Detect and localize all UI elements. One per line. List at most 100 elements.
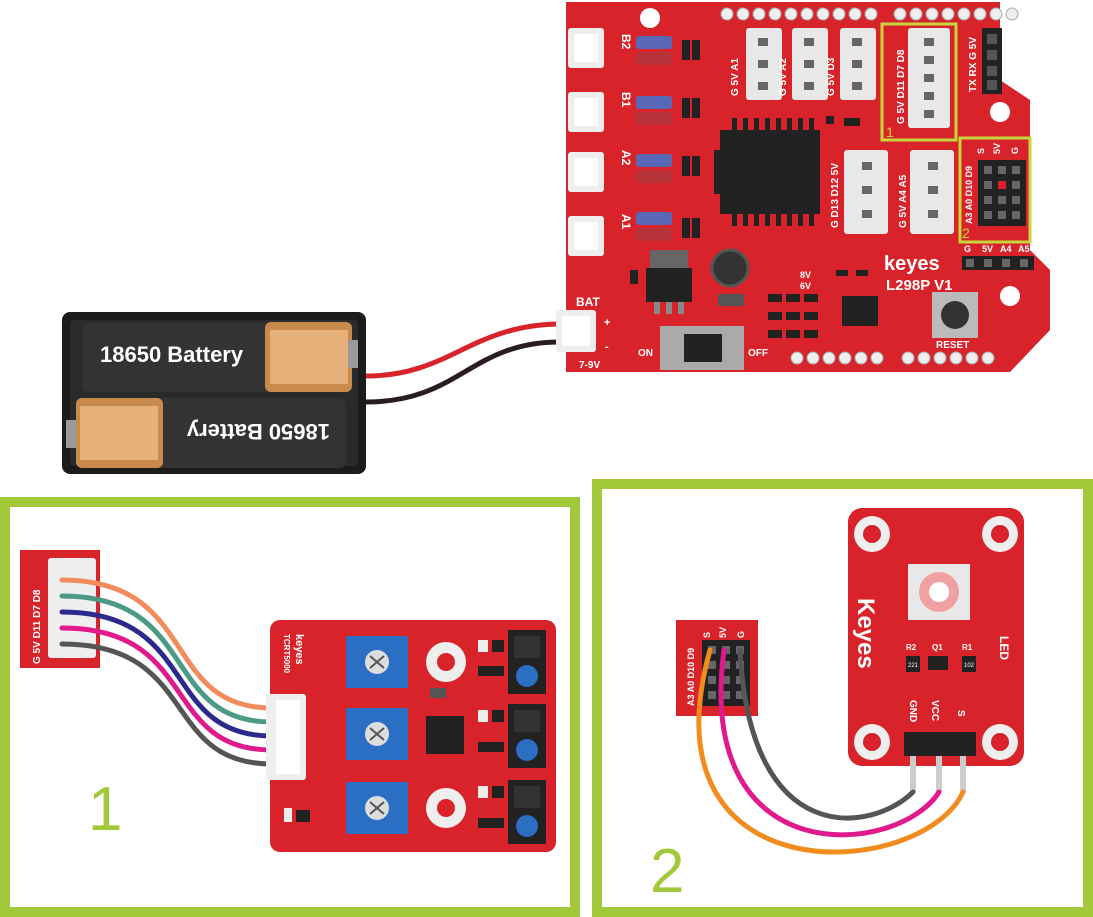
- header-pin: [822, 351, 836, 365]
- wire: [737, 647, 916, 821]
- header-pin: [708, 676, 716, 684]
- header-label: G 5V D11 D7 D8: [896, 49, 907, 124]
- line-tracking-module: keyes TCRT5000: [266, 620, 556, 852]
- battery-cell-top: 18650 Battery: [82, 322, 358, 392]
- header-pin: [848, 7, 862, 21]
- header-pin: [870, 351, 884, 365]
- panel-1-connector: G 5V D11 D7 D8: [20, 550, 100, 668]
- panel-2-wires: [696, 647, 966, 855]
- header-pin: [722, 676, 730, 684]
- driver-chip: [714, 118, 820, 226]
- motor-port-label: B1: [619, 92, 633, 108]
- header-top-label: G: [1010, 147, 1020, 154]
- motor-port-b2: B2: [568, 28, 633, 68]
- mounting-hole: [1000, 286, 1020, 306]
- component-label: Q1: [932, 643, 943, 652]
- wire: [718, 647, 942, 838]
- header-label: G D13 D12 5V: [830, 163, 841, 228]
- header-pin: [708, 691, 716, 699]
- voltage-jumper[interactable]: 8V 6V: [768, 270, 818, 338]
- header-top-label: S: [976, 148, 986, 154]
- header-pin: [1012, 166, 1020, 174]
- pin-label: VCC: [929, 700, 940, 721]
- header-pin: [708, 661, 716, 669]
- header-top-label: S: [702, 632, 712, 638]
- mounting-hole: [640, 8, 660, 28]
- header-pin: [816, 7, 830, 21]
- header-pin: [901, 351, 915, 365]
- switch-off-label: OFF: [748, 348, 768, 359]
- transistor: [928, 656, 948, 670]
- header-label: G 5V D3: [826, 57, 837, 96]
- header-pin: [768, 7, 782, 21]
- header-d13: G D13 D12 5V: [830, 150, 888, 234]
- header-pin: [965, 351, 979, 365]
- ir-sensor: [508, 780, 546, 844]
- motor-port-b1: B1: [568, 92, 633, 132]
- led-lamp: [908, 564, 970, 620]
- header-label: G 5V A2: [778, 58, 789, 96]
- header-pin: [864, 7, 878, 21]
- header-label: TX RX G 5V: [968, 37, 979, 92]
- mounting-hole: [990, 102, 1010, 122]
- ir-sensor: [508, 630, 546, 694]
- header-pin: [998, 166, 1006, 174]
- header-top-label: 5V: [992, 143, 1002, 154]
- potentiometer[interactable]: [346, 708, 408, 760]
- header-pin: [949, 351, 963, 365]
- ir-sensor: [508, 704, 546, 768]
- header-bottom-label: 5V: [982, 244, 993, 254]
- header-pin: [981, 351, 995, 365]
- component-value: 221: [908, 663, 919, 669]
- module-brand: Keyes: [852, 598, 879, 669]
- top-header-pins: [720, 7, 1019, 21]
- header-pin: [909, 7, 923, 21]
- potentiometer[interactable]: [346, 636, 408, 688]
- component-label: R1: [962, 643, 973, 652]
- header-pin: [933, 351, 947, 365]
- wire: [59, 641, 275, 767]
- jumper-6v-label: 6V: [800, 281, 811, 291]
- header-top-label: G: [736, 631, 746, 638]
- header-pin: [998, 181, 1006, 189]
- header-a4: G 5V A4 A5: [898, 150, 954, 234]
- plus-label: +: [604, 317, 610, 329]
- wire: [696, 647, 966, 855]
- highlight-number: 1: [886, 124, 894, 140]
- motor-port-label: A1: [619, 214, 633, 230]
- header-pin: [984, 166, 992, 174]
- motor-port-label: A2: [619, 150, 633, 166]
- header-pin: [722, 661, 730, 669]
- panel-number: 2: [650, 837, 684, 906]
- module-sensor: TCRT5000: [282, 634, 291, 674]
- header-pin: [854, 351, 868, 365]
- header-label: G 5V A1: [730, 58, 741, 96]
- header-a1: G 5V A1: [730, 28, 782, 100]
- header-pin: [722, 691, 730, 699]
- panel-1-wires: [59, 577, 275, 767]
- switch-on-label: ON: [638, 348, 653, 359]
- header-bottom-label: G: [964, 244, 971, 254]
- header-pin: [800, 7, 814, 21]
- potentiometer[interactable]: [346, 782, 408, 834]
- battery-cell-bottom: 18650 Battery: [66, 398, 346, 468]
- header-label: A3 A0 D10 D9: [964, 166, 974, 224]
- header-pin: [784, 7, 798, 21]
- led-module: Keyes LED R2 Q1 R1 221 102 GND VCC S: [848, 508, 1024, 792]
- power-switch[interactable]: ON OFF: [638, 326, 768, 370]
- panel-1: 1 G 5V D11 D7 D8 keyes TCRT5000: [0, 497, 580, 917]
- power-connector: BAT 7-9V + -: [556, 295, 610, 371]
- power-range-label: 7-9V: [579, 360, 600, 371]
- motor-port-label: B2: [619, 34, 633, 50]
- motor-port-a1: A1: [568, 214, 633, 256]
- minus-label: -: [605, 341, 609, 353]
- reset-button[interactable]: RESET: [932, 292, 978, 351]
- highlight-box-2: 2: [958, 136, 1032, 244]
- header-pin: [984, 196, 992, 204]
- battery-holder: 18650 Battery 18650 Battery: [62, 312, 366, 474]
- header-pin: [806, 351, 820, 365]
- panel-2: 2 A3 A0 D10 D9 S 5V G Keyes LED: [592, 479, 1093, 917]
- header-pin: [917, 351, 931, 365]
- panel-number: 1: [88, 775, 122, 844]
